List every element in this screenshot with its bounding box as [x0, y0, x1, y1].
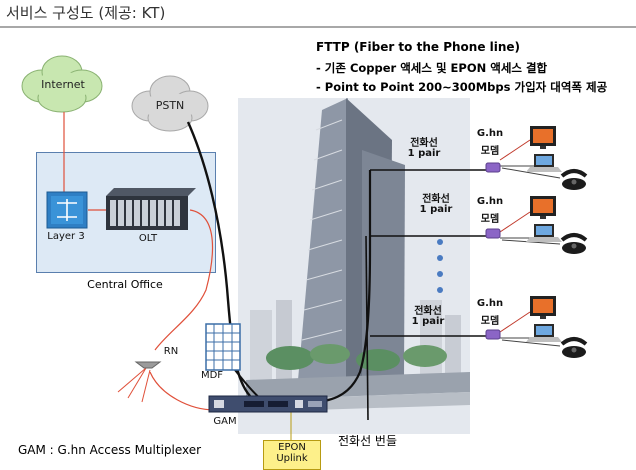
floor-3-modem-type: G.hn — [476, 298, 504, 309]
floor-1-modem-label: 모뎀 — [480, 146, 500, 157]
fttp-line-1: - 기존 Copper 액세스 및 EPON 액세스 결합 — [316, 61, 548, 75]
olt-rack-icon — [106, 188, 196, 230]
floor-2-modem-type: G.hn — [476, 196, 504, 207]
floor-3-pair-label: 1 pair — [411, 316, 445, 327]
page-title: 서비스 구성도 (제공: KT) — [6, 4, 166, 22]
floor-2-line-label: 전화선 — [422, 194, 450, 205]
router-icon — [46, 191, 88, 229]
epon-uplink-line-1: EPON — [278, 442, 306, 453]
footnote: GAM : G.hn Access Multiplexer — [18, 443, 202, 457]
cloud-icon — [21, 55, 103, 113]
epon-uplink-box: EPON Uplink — [263, 440, 321, 470]
telephone-icon — [560, 337, 588, 358]
fttp-line-2: - Point to Point 200~300Mbps 가입자 대역폭 제공 — [316, 80, 608, 94]
floor-3-line-label: 전화선 — [414, 306, 442, 317]
olt-label: OLT — [138, 233, 158, 244]
laptop-icon — [526, 224, 562, 242]
laptop-icon — [526, 154, 562, 172]
pstn-label: PSTN — [155, 99, 185, 112]
laptop-icon — [526, 324, 562, 342]
internet-label: Internet — [41, 78, 85, 91]
telephone-icon — [560, 169, 588, 190]
telephone-icon — [560, 233, 588, 254]
mdf-panel-icon — [205, 323, 241, 371]
cloud-icon — [131, 75, 209, 132]
fttp-title: FTTP (Fiber to the Phone line) — [316, 40, 521, 54]
splitter-icon — [134, 361, 162, 369]
central-office-label: Central Office — [87, 278, 163, 291]
monitor-icon — [530, 196, 556, 219]
gam-rack-icon — [208, 395, 328, 413]
monitor-icon — [530, 126, 556, 149]
modem-icon — [485, 162, 501, 173]
monitor-icon — [530, 296, 556, 319]
modem-icon — [485, 329, 501, 340]
bundle-label: 전화선 번들 — [338, 434, 398, 448]
epon-uplink-line-2: Uplink — [276, 453, 308, 464]
modem-icon — [485, 228, 501, 239]
gam-label: GAM — [213, 416, 237, 427]
mdf-label: MDF — [200, 370, 224, 381]
title-divider — [0, 26, 636, 28]
floor-3-modem-label: 모뎀 — [480, 316, 500, 327]
layer3-label: Layer 3 — [47, 231, 85, 242]
floor-1-modem-type: G.hn — [476, 128, 504, 139]
floor-1-line-label: 전화선 — [410, 138, 438, 149]
floor-2-modem-label: 모뎀 — [480, 214, 500, 225]
rn-label: RN — [163, 346, 179, 357]
floor-1-pair-label: 1 pair — [407, 148, 441, 159]
floor-2-pair-label: 1 pair — [419, 204, 453, 215]
